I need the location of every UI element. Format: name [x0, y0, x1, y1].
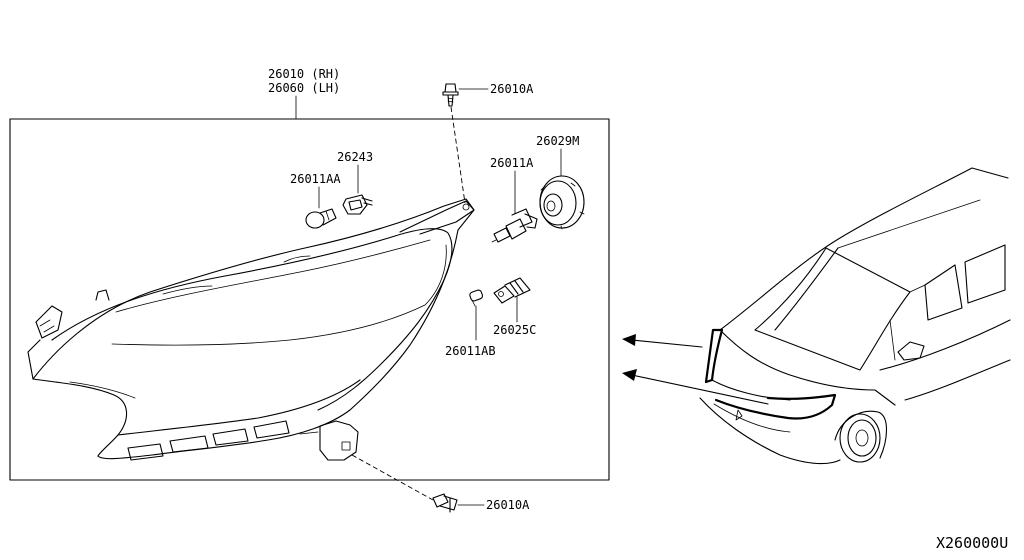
bulb-26011AB-icon — [469, 289, 484, 307]
arrow-to-headlamp-right — [622, 334, 703, 348]
label-assembly-lh: 26060 (LH) — [268, 81, 340, 95]
cap-26029M-icon — [539, 175, 585, 230]
dash-bolt-bottom — [351, 454, 434, 501]
bulb-26011A-icon — [491, 208, 538, 243]
label-bolt-top: 26010A — [490, 82, 534, 96]
socket-26025C-icon — [493, 277, 531, 304]
label-bulb-26243: 26243 — [337, 150, 373, 164]
label-cap-26029M: 26029M — [536, 134, 579, 148]
assembly-frame — [9, 118, 610, 481]
dash-bolt-top — [450, 106, 466, 204]
bulb-26243-icon — [342, 194, 373, 215]
label-bolt-bottom: 26010A — [486, 498, 530, 512]
vehicle-sketch — [699, 167, 1011, 465]
label-socket-26025C: 26025C — [493, 323, 536, 337]
arrow-to-headlamp-left — [622, 369, 769, 405]
label-bulb-26011AB: 26011AB — [445, 344, 496, 358]
label-bulb-26011AA: 26011AA — [290, 172, 341, 186]
bolt-top-icon — [442, 83, 459, 107]
bulb-26011AA-icon — [305, 208, 337, 229]
bolt-bottom-icon — [432, 493, 458, 513]
figure-code: X260000U — [936, 534, 1008, 552]
label-assembly-rh: 26010 (RH) — [268, 67, 340, 81]
label-bulb-26011A: 26011A — [490, 156, 534, 170]
headlamp-assembly-drawing — [27, 198, 475, 461]
